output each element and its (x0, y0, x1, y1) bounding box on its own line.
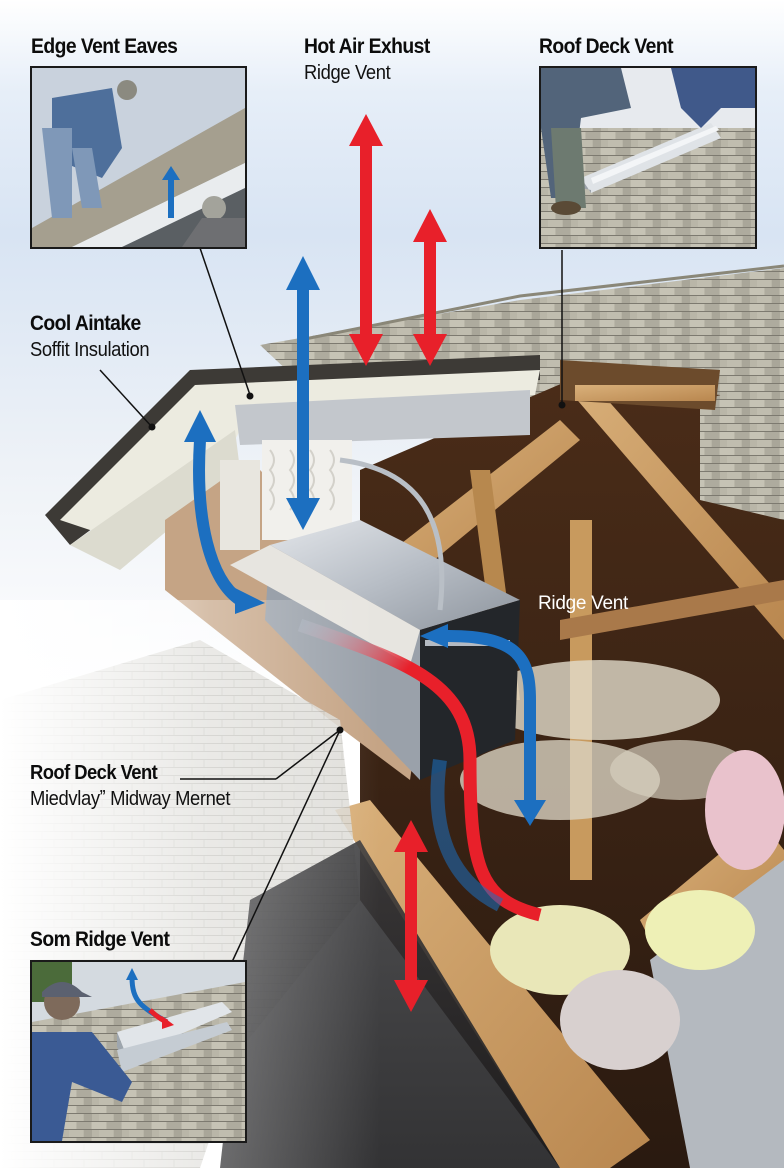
hot-air-exhaust-title: Hot Air Exhust (304, 35, 430, 58)
cool-air-intake-title: Cool Aintake (30, 312, 141, 335)
roof-deck-vent-subtitle-mid: Miedvlayˮ Midway Mernet (30, 788, 231, 810)
hot-air-arrow-lower (394, 820, 428, 1012)
soffit-insulation (220, 440, 352, 550)
edge-vent-eaves-photo (30, 66, 247, 249)
ridge-board (575, 385, 715, 401)
right-roof-overhang (700, 380, 784, 520)
roof-deck-vent-title-mid: Roof Deck Vent (30, 762, 158, 784)
cool-air-arrow-vertical (286, 256, 320, 530)
edge-photo-arrow-icon (168, 178, 174, 218)
leader-dots (148, 392, 566, 734)
edge-vent-eaves-title: Edge Vent Eaves (31, 35, 178, 58)
ridge-vent-center-label: Ridge Vent (538, 593, 628, 614)
som-ridge-vent-photo (30, 960, 247, 1143)
roof-deck-vent-title-top: Roof Deck Vent (539, 35, 674, 58)
cool-air-arrow-soffit (184, 410, 265, 614)
leader-lines (99, 247, 563, 963)
roof-deck-vent-photo (539, 66, 757, 249)
hot-air-arrow-duct (297, 618, 542, 922)
cool-air-intake-subtitle: Soffit Insulation (30, 339, 150, 361)
cool-air-arrow-duct-fade (430, 759, 504, 912)
hot-air-arrow-tall (349, 114, 383, 366)
hot-air-exhaust-subtitle: Ridge Vent (304, 62, 391, 84)
hot-air-arrow-short (413, 209, 447, 366)
cool-air-arrow-attic (420, 624, 546, 826)
som-ridge-vent-title: Som Ridge Vent (30, 928, 170, 951)
